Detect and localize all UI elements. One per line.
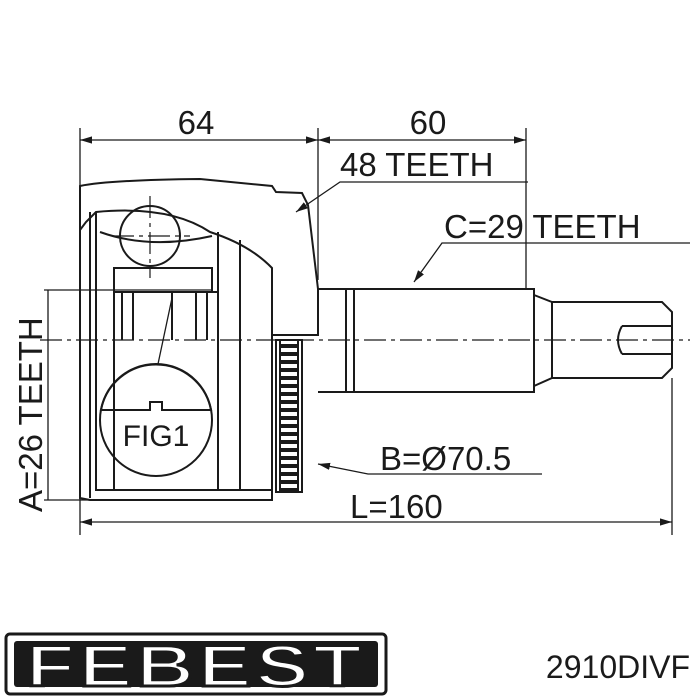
abs-tooth xyxy=(281,360,297,364)
abs-tooth xyxy=(281,464,297,468)
outer-race-section xyxy=(79,177,319,336)
dim-64-label: 64 xyxy=(178,104,215,141)
fig1-callout: FIG1 xyxy=(99,297,213,477)
abs-tooth xyxy=(281,376,297,380)
abs-tooth xyxy=(281,432,297,436)
abs-tooth xyxy=(281,400,297,404)
dim-60-label: 60 xyxy=(410,104,447,141)
abs-tooth xyxy=(281,424,297,428)
abs-tooth xyxy=(281,456,297,460)
abs-tooth xyxy=(281,408,297,412)
abs-tooth xyxy=(281,368,297,372)
abs-tooth xyxy=(281,480,297,484)
inner-teeth-label: A=26 TEETH xyxy=(12,317,49,512)
abs-tooth xyxy=(281,472,297,476)
length-label: L=160 xyxy=(350,488,443,525)
brand-name: FEBEST xyxy=(26,634,366,699)
abs-ring xyxy=(275,339,303,493)
abs-tooth xyxy=(281,416,297,420)
ball xyxy=(112,196,190,278)
inner-race-section xyxy=(113,267,213,293)
abs-diameter-label: B=Ø70.5 xyxy=(380,440,511,477)
abs-tooth xyxy=(281,448,297,452)
abs-tooth xyxy=(281,440,297,444)
outer-teeth-label: 48 TEETH xyxy=(340,146,493,183)
part-number: 2910DIVF xyxy=(546,649,690,685)
abs-tooth xyxy=(281,344,297,348)
abs-tooth xyxy=(281,488,297,492)
febest-logo: FEBEST xyxy=(4,632,388,700)
stem-teeth-label: C=29 TEETH xyxy=(444,208,641,245)
dimension-lines xyxy=(44,128,690,535)
abs-tooth xyxy=(281,384,297,388)
abs-tooth xyxy=(281,352,297,356)
abs-tooth xyxy=(281,392,297,396)
fig1-label: FIG1 xyxy=(123,420,190,453)
